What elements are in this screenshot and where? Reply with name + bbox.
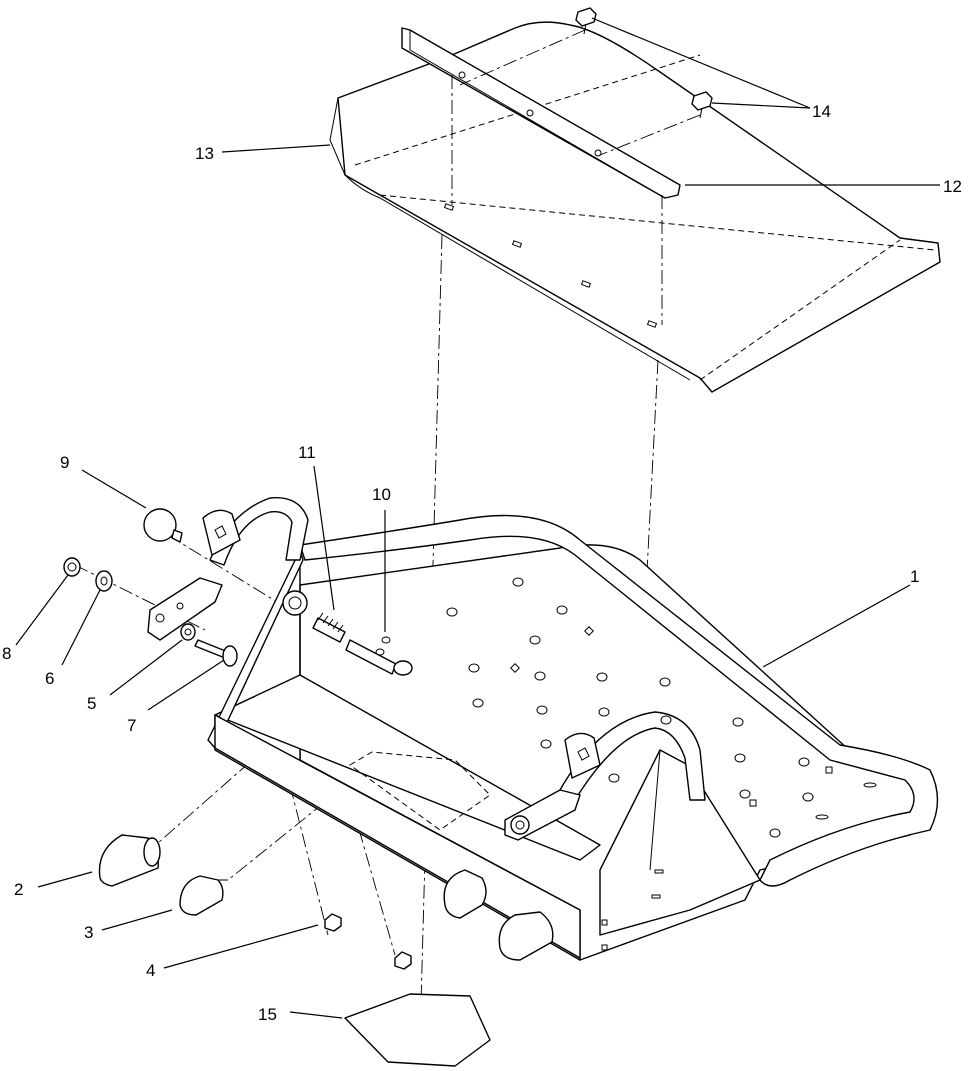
callout-3: 3: [84, 923, 93, 942]
callout-12: 12: [943, 177, 962, 196]
part-11-spring: [282, 590, 346, 643]
part-2-bumper: [98, 834, 161, 887]
part-4-nuts: [324, 913, 412, 970]
callout-8: 8: [2, 644, 11, 663]
callout-15: 15: [258, 1005, 277, 1024]
callout-9: 9: [60, 453, 69, 472]
part-9-knob: [143, 508, 183, 543]
callout-6: 6: [45, 669, 54, 688]
part-14-bolts: [575, 7, 713, 119]
callout-11: 11: [298, 443, 316, 462]
part-3-bumper: [179, 875, 228, 916]
callout-2: 2: [14, 880, 23, 899]
part-8-nut: [63, 557, 81, 577]
mounted-bumpers: [443, 869, 554, 961]
callout-7: 7: [127, 716, 136, 735]
part-5-bushing: [180, 623, 196, 641]
leader-lines: [15, 17, 940, 1019]
callout-13: 13: [195, 144, 214, 163]
callout-labels: 1 2 3 4 5 6 7 8 9 10 11 12 13 14 15: [2, 102, 962, 1024]
part-10-pin: [345, 636, 413, 676]
callout-1: 1: [910, 567, 919, 586]
callout-5: 5: [87, 694, 96, 713]
part-12-angle-strip: [401, 27, 681, 199]
callout-14: 14: [812, 102, 831, 121]
part-1-main-frame: [147, 496, 939, 961]
callout-10: 10: [372, 485, 391, 504]
part-15-pad: [344, 993, 491, 1067]
part-13-top-pan: [329, 21, 941, 393]
callout-4: 4: [146, 961, 155, 980]
part-6-washer: [95, 570, 113, 592]
part-7-clevis-pin: [194, 639, 238, 667]
